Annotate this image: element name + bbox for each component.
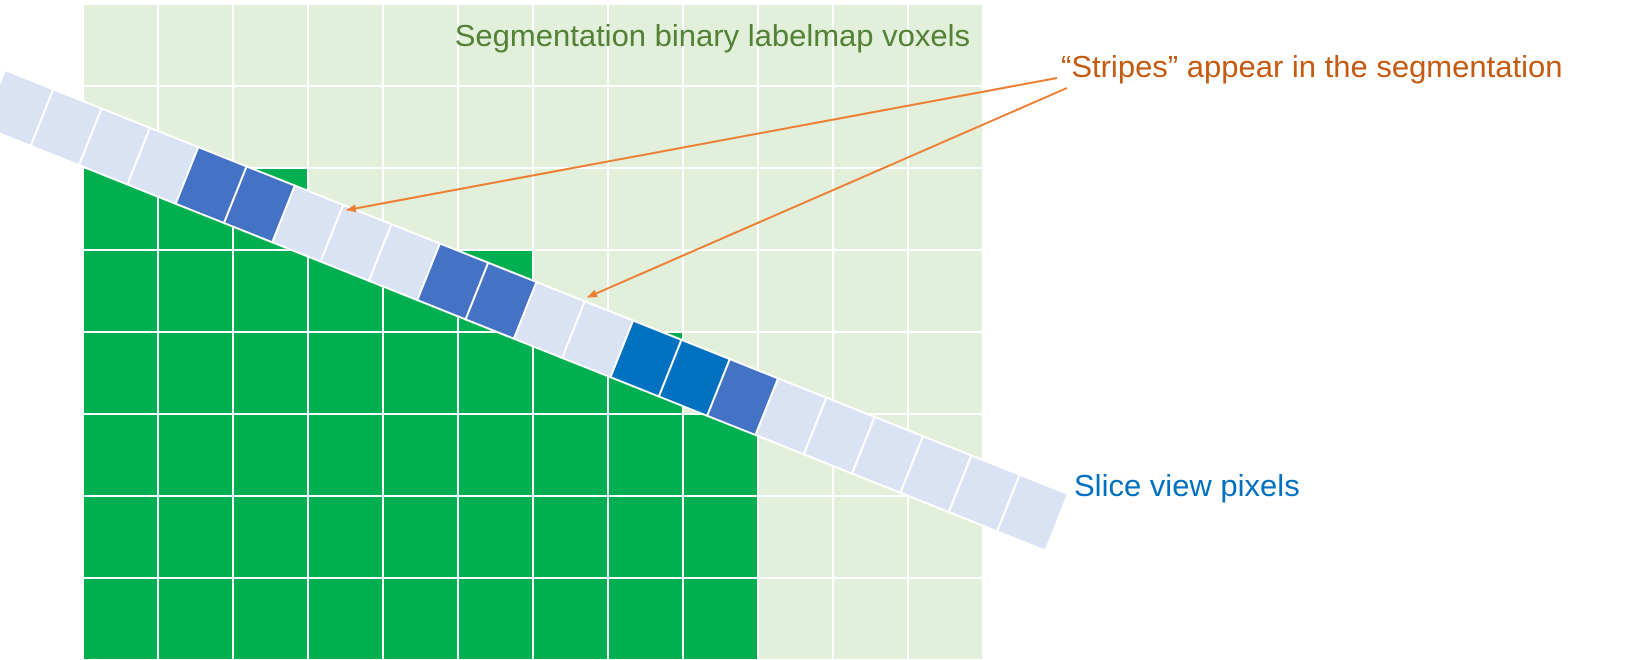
background-voxel [457,85,534,169]
background-voxel [682,249,759,333]
background-voxel [757,167,834,251]
background-voxel [832,495,909,579]
segmented-voxel [457,495,534,579]
segmented-voxel [232,577,309,660]
segmented-voxel [607,495,684,579]
slice-pixel-empty [995,473,1070,552]
segmented-voxel [457,413,534,497]
pixels-label: Slice view pixels [1074,468,1300,503]
segmented-voxel [232,413,309,497]
voxel-grid [82,3,984,660]
background-voxel [607,3,684,87]
segmented-voxel [157,331,234,415]
background-voxel [532,85,609,169]
background-voxel [682,85,759,169]
segmented-voxel [157,249,234,333]
segmented-voxel [232,249,309,333]
background-voxel [907,331,984,415]
segmented-voxel [157,577,234,660]
segmented-voxel [607,577,684,660]
background-voxel [757,495,834,579]
segmented-voxel [307,495,384,579]
background-voxel [757,577,834,660]
segmented-voxel [382,331,459,415]
background-voxel [832,249,909,333]
background-voxel [607,167,684,251]
stripe-arrow-2 [587,87,1068,298]
segmented-voxel [307,577,384,660]
background-voxel [832,577,909,660]
segmented-voxel [607,413,684,497]
background-voxel [682,167,759,251]
segmented-voxel [232,331,309,415]
background-voxel [532,167,609,251]
segmented-voxel [532,495,609,579]
background-voxel [382,3,459,87]
background-voxel [832,167,909,251]
background-voxel [382,85,459,169]
voxels-label: Segmentation binary labelmap voxels [455,18,970,53]
background-voxel [832,3,909,87]
segmented-voxel [307,331,384,415]
stripe-arrow-1 [346,77,1058,213]
segmented-voxel [382,413,459,497]
background-voxel [457,167,534,251]
background-voxel [907,167,984,251]
segmented-voxel [82,331,159,415]
segmented-voxel [82,577,159,660]
background-voxel [307,85,384,169]
segmented-voxel [682,495,759,579]
segmented-voxel [82,413,159,497]
background-voxel [682,3,759,87]
slice-pixel-strip [0,68,1070,552]
stripe-arrows [346,77,1068,298]
segmented-voxel [82,249,159,333]
segmented-voxel [532,577,609,660]
background-voxel [157,3,234,87]
background-voxel [607,85,684,169]
stripes-label: “Stripes” appear in the segmentation [1061,49,1562,84]
segmented-voxel [457,577,534,660]
segmented-voxel [307,413,384,497]
background-voxel [907,249,984,333]
background-voxel [832,331,909,415]
background-voxel [232,85,309,169]
background-voxel [532,3,609,87]
segmented-voxel [157,413,234,497]
segmented-voxel [382,577,459,660]
background-voxel [832,85,909,169]
segmented-voxel [682,577,759,660]
segmented-voxel [457,331,534,415]
segmented-voxel [157,495,234,579]
background-voxel [457,3,534,87]
background-voxel [232,3,309,87]
segmented-voxel [232,495,309,579]
segmented-voxel [82,495,159,579]
background-voxel [307,3,384,87]
segmented-voxel [382,495,459,579]
background-voxel [757,249,834,333]
background-voxel [907,577,984,660]
segmented-voxel [532,413,609,497]
background-voxel [82,3,159,87]
